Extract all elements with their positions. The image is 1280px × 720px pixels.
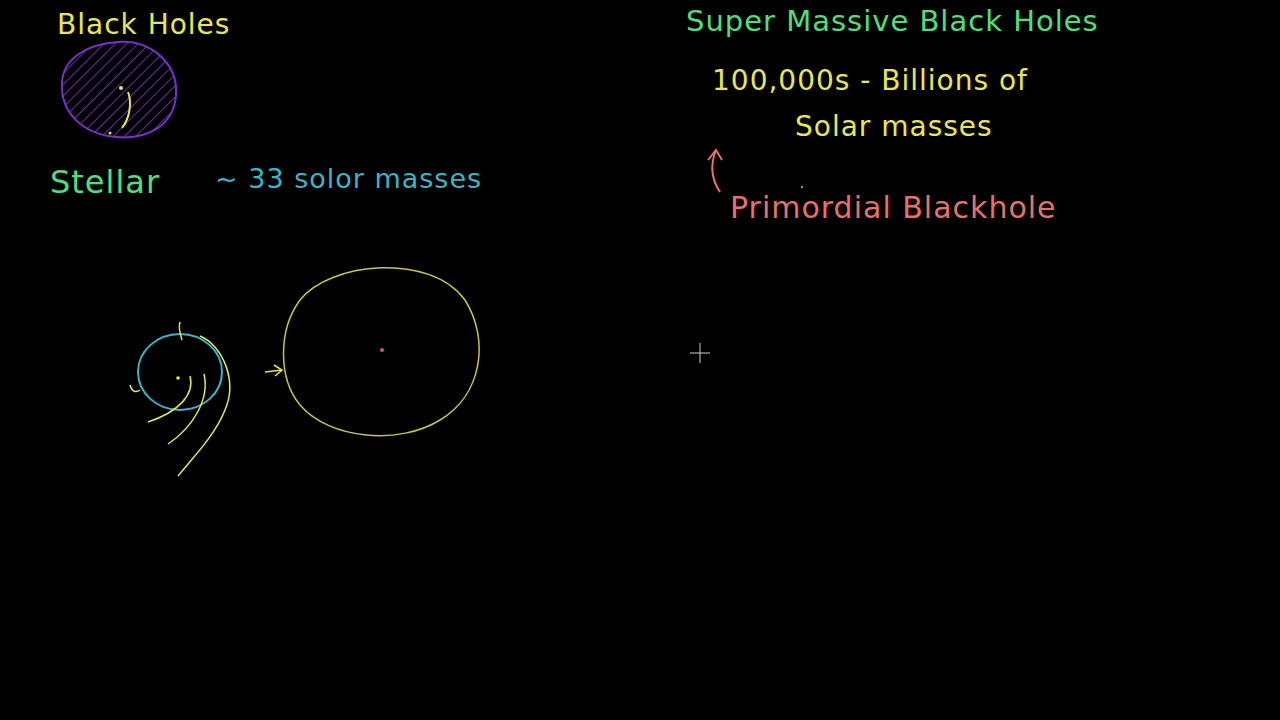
event-horizon-sketch bbox=[284, 268, 480, 436]
collapse-arrow bbox=[265, 365, 282, 376]
origin-arrow bbox=[708, 150, 803, 192]
category-label: Stellar bbox=[50, 163, 160, 201]
origin-note: Primordial Blackhole bbox=[730, 190, 1057, 226]
title-text: Black Holes bbox=[57, 8, 230, 42]
star-sketch bbox=[130, 322, 230, 476]
mass-note: 100,000s - Billions of bbox=[712, 64, 1028, 98]
mass-note: ~ 33 solor masses bbox=[215, 163, 482, 195]
cursor bbox=[690, 343, 710, 363]
mass-note: Solar masses bbox=[795, 110, 993, 144]
category-label: Super Massive Black Holes bbox=[686, 4, 1099, 39]
black-hole-sketch bbox=[55, 35, 185, 145]
